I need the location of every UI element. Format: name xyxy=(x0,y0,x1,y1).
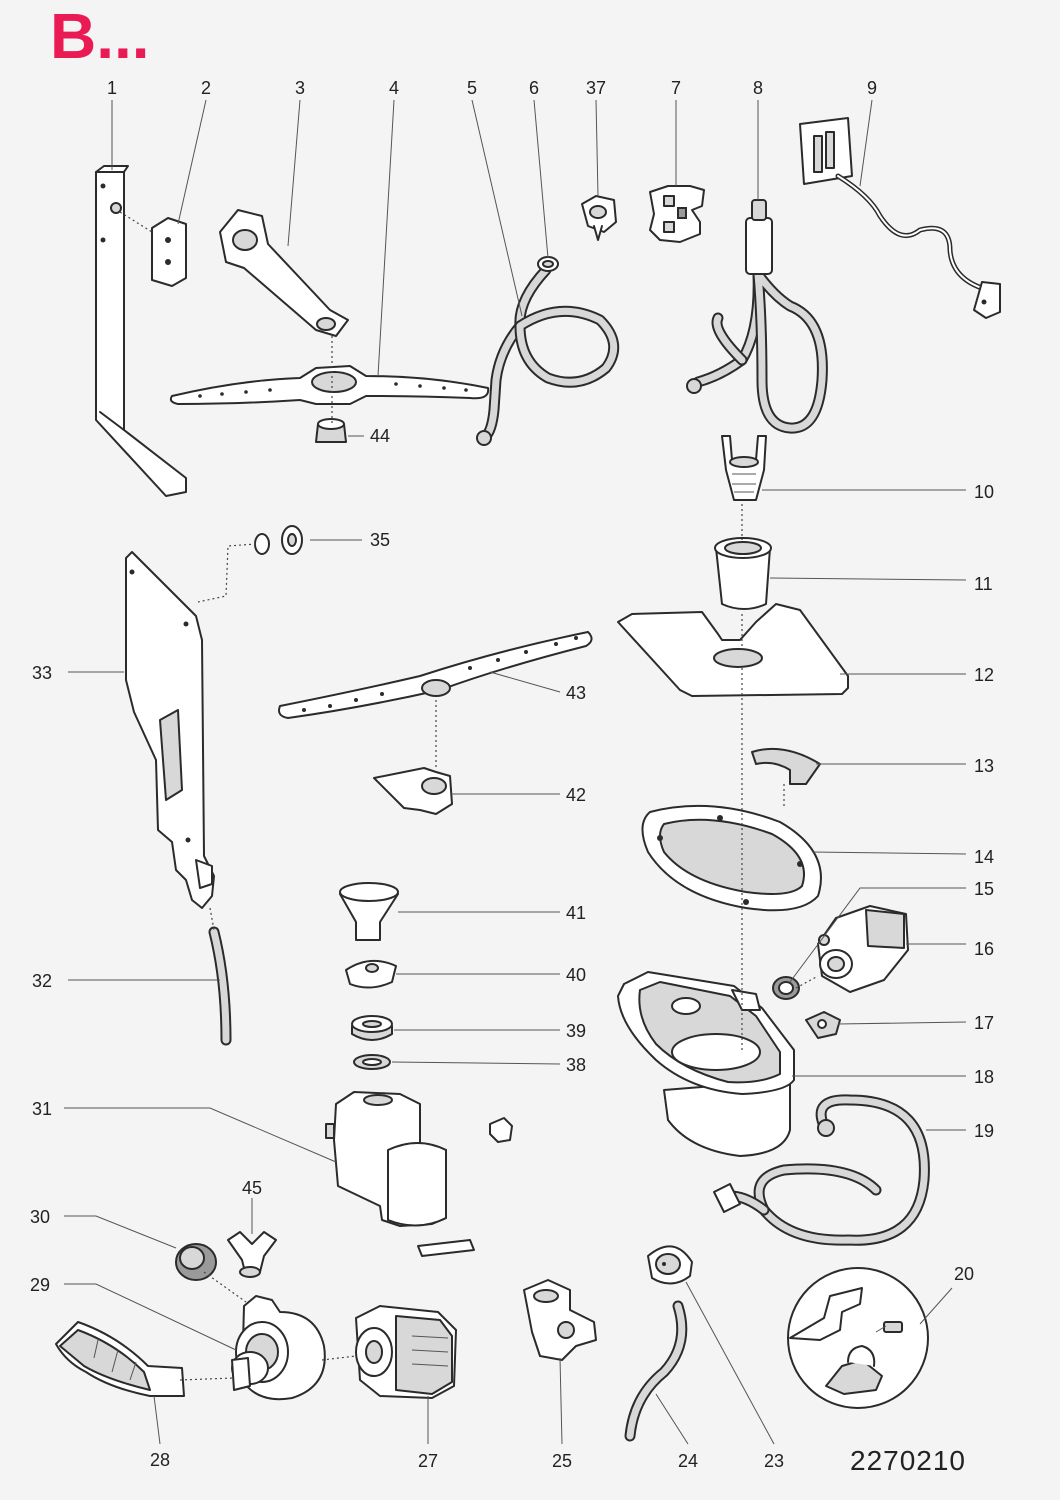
label-part-17: 17 xyxy=(974,1013,994,1033)
part-1-support-rail xyxy=(95,165,187,497)
part-28-hose xyxy=(55,1321,185,1397)
part-4-upper-spray-arm xyxy=(169,365,490,405)
part-19-drain-hose xyxy=(713,1094,930,1246)
part-17-valve xyxy=(805,1011,841,1039)
part-43-lower-spray-arm xyxy=(278,631,593,719)
label-part-4: 4 xyxy=(389,78,399,98)
part-16-drain-pump xyxy=(817,905,909,993)
label-part-45: 45 xyxy=(242,1178,262,1198)
label-part-6: 6 xyxy=(529,78,539,98)
part-23-cap xyxy=(647,1245,693,1285)
label-part-3: 3 xyxy=(295,78,305,98)
label-part-25: 25 xyxy=(552,1451,572,1471)
part-33-side-panel xyxy=(125,551,215,909)
part-20-float-switch xyxy=(787,1267,929,1409)
label-part-33: 33 xyxy=(32,663,52,683)
label-part-5: 5 xyxy=(467,78,477,98)
part-25-diverter-valve xyxy=(523,1279,597,1361)
part-45-y-connector xyxy=(227,1231,277,1278)
label-part-8: 8 xyxy=(753,78,763,98)
part-42-arm-support xyxy=(373,767,453,815)
part-29-pump-housing xyxy=(231,1295,326,1401)
label-part-19: 19 xyxy=(974,1121,994,1141)
part-18-sump xyxy=(617,971,795,1157)
label-part-43: 43 xyxy=(566,683,586,703)
label-part-20: 20 xyxy=(954,1264,974,1284)
label-part-39: 39 xyxy=(566,1021,586,1041)
assembly-lines xyxy=(119,211,819,1381)
part-9-power-cord xyxy=(799,117,1001,319)
label-part-7: 7 xyxy=(671,78,681,98)
part-11-micro-filter xyxy=(714,537,772,610)
label-part-9: 9 xyxy=(867,78,877,98)
part-41-funnel xyxy=(339,882,399,941)
part-27-circulation-motor xyxy=(355,1305,457,1399)
label-part-23: 23 xyxy=(764,1451,784,1471)
label-part-14: 14 xyxy=(974,847,994,867)
label-part-10: 10 xyxy=(974,482,994,502)
label-part-2: 2 xyxy=(201,78,211,98)
label-part-1: 1 xyxy=(107,78,117,98)
part-38-ring xyxy=(353,1054,391,1070)
part-31-water-softener xyxy=(325,1091,513,1257)
part-44-nut xyxy=(315,418,347,443)
leader-lines xyxy=(64,99,967,1445)
label-part-37: 37 xyxy=(586,78,606,98)
label-part-24: 24 xyxy=(678,1451,698,1471)
part-14-gasket xyxy=(641,804,822,912)
label-part-31: 31 xyxy=(32,1099,52,1119)
label-part-15: 15 xyxy=(974,879,994,899)
document-number: 2270210 xyxy=(850,1445,967,1476)
diagram-title: B... xyxy=(50,0,150,72)
label-part-38: 38 xyxy=(566,1055,586,1075)
part-2-clip xyxy=(151,217,187,287)
label-part-40: 40 xyxy=(566,965,586,985)
label-part-11: 11 xyxy=(974,574,993,594)
label-part-18: 18 xyxy=(974,1067,994,1087)
label-part-16: 16 xyxy=(974,939,994,959)
label-part-30: 30 xyxy=(30,1207,50,1227)
label-part-13: 13 xyxy=(974,756,994,776)
label-part-28: 28 xyxy=(150,1450,170,1470)
part-39-threaded-ring xyxy=(351,1015,393,1041)
part-24-tube xyxy=(624,1300,688,1442)
part-30-ring xyxy=(175,1243,217,1281)
label-part-44: 44 xyxy=(370,426,390,446)
part-10-filter-top xyxy=(721,435,767,501)
part-12-flat-filter xyxy=(617,603,849,697)
part-7-bracket xyxy=(649,185,705,243)
label-part-29: 29 xyxy=(30,1275,50,1295)
part-32-drain-tube xyxy=(208,926,232,1046)
label-part-42: 42 xyxy=(566,785,586,805)
label-part-12: 12 xyxy=(974,665,994,685)
part-8-inlet-hose xyxy=(686,199,828,434)
label-part-41: 41 xyxy=(566,903,586,923)
part-5-hose xyxy=(476,264,620,446)
label-part-27: 27 xyxy=(418,1451,438,1471)
part-15-seal-ring xyxy=(772,976,800,1000)
label-part-35: 35 xyxy=(370,530,390,550)
part-37-valve xyxy=(581,195,617,241)
part-40-cap xyxy=(345,959,397,989)
part-number-labels: 1 2 3 4 5 6 37 7 8 9 44 10 11 12 13 14 1… xyxy=(30,78,994,1471)
part-35-seal-rings xyxy=(254,525,303,555)
part-13-clip xyxy=(751,747,821,785)
part-3-supply-tube xyxy=(219,209,349,337)
label-part-32: 32 xyxy=(32,971,52,991)
part-6-ring-seal xyxy=(537,256,559,272)
